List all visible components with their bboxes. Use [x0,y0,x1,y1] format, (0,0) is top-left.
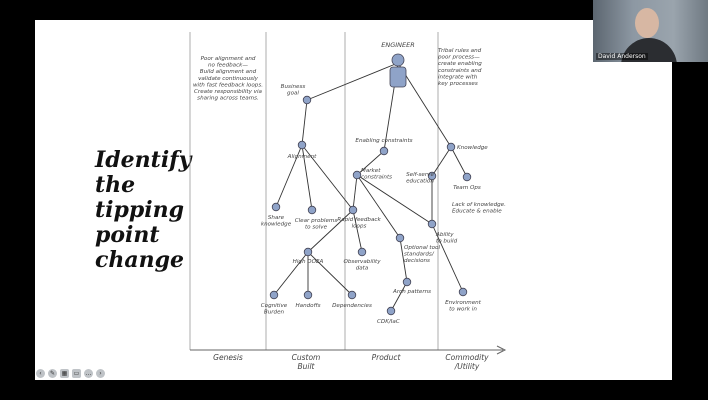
engineer-head [391,53,405,67]
edge-alignment-share_knowledge [275,144,303,208]
node-label: Arch patterns [392,289,431,295]
engineer-body [389,66,407,88]
edge-knowledge-team_ops [450,146,468,178]
node-arch_patterns [402,277,412,287]
grid-icon[interactable]: ▦ [60,368,69,378]
edge-rapid_feedback-high_doea [307,209,354,253]
edge-alignment-rapid_feedback [301,144,354,211]
edge-high_doea-cognitive_burden [273,251,309,296]
edge-arch_patterns-cdk_iac [390,281,408,312]
captions-icon[interactable]: ▭ [72,368,81,378]
node-alignment [297,140,307,150]
node-rapid_feedback [348,205,358,215]
participant-head [635,8,659,38]
participant-name: David Anderson [596,53,648,60]
node-cdk_iac [386,306,396,316]
video-tile[interactable]: David Anderson [593,0,708,62]
edge-business_goal-alignment [301,99,308,146]
edge-knowledge-self_serve [431,146,452,177]
node-label: Dependencies [332,303,372,309]
node-label: CDK/IaC [377,319,400,325]
node-enabling_constraints [379,146,389,156]
title-line: point [95,222,160,248]
node-label: Alignment [287,154,317,160]
more-icon[interactable]: … [84,368,93,378]
node-observability [357,247,367,257]
node-label: Enabling constraints [355,138,412,144]
node-label: Team Ops [453,185,481,191]
stage-label: Genesis [213,353,243,362]
back-icon[interactable]: ‹ [36,368,45,378]
edge-market_constraints-ability_to_build [356,174,433,225]
edge-rapid_feedback-observability [352,209,363,253]
node-label: High DOEA [293,259,324,265]
node-label: Knowledge [457,145,488,151]
axis-arrow [496,345,507,355]
stage-label: Product [372,353,402,362]
edge-optional_tool-arch_patterns [399,237,408,283]
edge-engineer-knowledge [397,62,452,148]
title-line: Identify [95,147,192,173]
node-self_serve [427,171,437,181]
node-environment [458,287,468,297]
note-lack-of-knowledge: Lack of knowledge.Educate & enable [452,202,506,215]
node-share_knowledge [271,202,281,212]
title-line: change [95,247,185,273]
node-cognitive_burden [269,290,279,300]
node-clear_problems [307,205,317,215]
node-business_goal [302,95,312,105]
node-ability_to_build [427,219,437,229]
next-icon[interactable]: › [96,368,105,378]
node-high_doea [303,247,313,257]
edge-alignment-clear_problems [301,144,313,211]
slide-controls: ‹ ✎ ▦ ▭ … › [36,368,105,378]
node-label: ENGINEER [381,41,415,49]
node-team_ops [462,172,472,182]
presentation-slide: Identify the tipping point change Genesi… [35,20,672,380]
slide-title: Identify the tipping point change [95,148,205,273]
node-optional_tool [395,233,405,243]
node-dependencies [347,290,357,300]
node-knowledge [446,142,456,152]
stage-label: Commodity/Utility [445,353,489,371]
node-label: Handoffs [295,303,320,309]
edge-engineer-business_goal [306,62,399,101]
edge-market_constraints-optional_tool [356,174,401,239]
title-line: tipping [95,197,185,223]
pen-icon[interactable]: ✎ [48,368,57,378]
edge-ability_to_build-environment [431,223,464,293]
edge-market_constraints-rapid_feedback [352,174,358,211]
node-market_constraints [352,170,362,180]
edge-enabling_constraints-market_constraints [356,150,385,176]
edge-high_doea-dependencies [307,251,353,296]
node-handoffs [303,290,313,300]
title-line: the [95,172,136,198]
